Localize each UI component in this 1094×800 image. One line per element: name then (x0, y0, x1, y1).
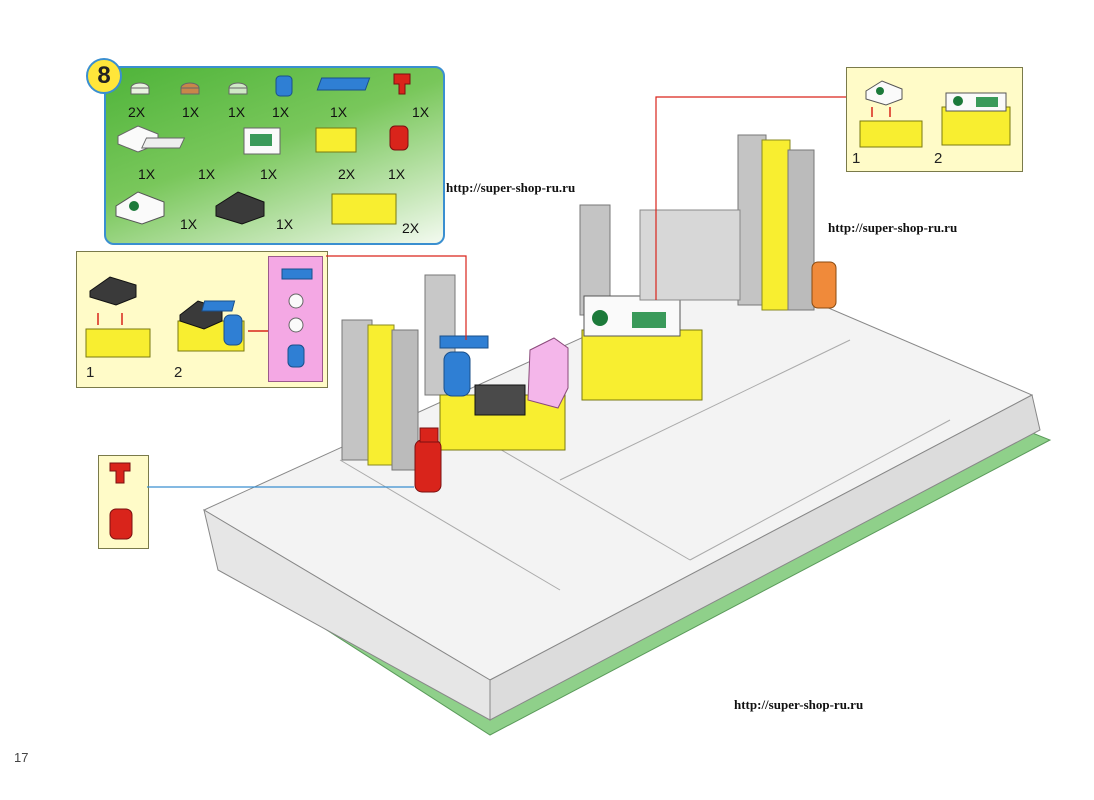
grey-pillar (737, 134, 767, 306)
tile-icon (141, 137, 186, 149)
fire-extinguisher-top-icon (393, 73, 411, 95)
yellow-brick-icon (315, 127, 357, 153)
qty-label: 2X (338, 166, 356, 182)
substep-label: 1 (86, 364, 95, 381)
black-slope-brick (474, 384, 526, 416)
round-brick-icon (223, 314, 243, 346)
page-number: 17 (14, 750, 29, 765)
round-plate-icon (130, 87, 150, 95)
yellow-brick-icon (859, 120, 923, 148)
qty-label: 2X (402, 220, 420, 236)
subassembly-right-illustration (859, 80, 1011, 148)
round-brick-icon (275, 75, 293, 97)
substep-label: 2 (934, 150, 943, 167)
watermark-text: http://super-shop-ru.ru (446, 180, 576, 195)
red-round-brick-icon (389, 125, 409, 151)
grey-machinery (639, 209, 741, 301)
orange-bottle (811, 261, 837, 309)
qty-label: 1X (272, 104, 290, 120)
qty-label: 1X (276, 216, 294, 232)
fire-extinguisher-top-icon (109, 462, 131, 484)
leader-line-red (655, 96, 846, 300)
grey-pillar (787, 149, 815, 311)
grey-pillar (391, 329, 419, 471)
yellow-pillar-panel (761, 139, 791, 311)
blue-round-brick (443, 351, 471, 397)
computer-slope-icon (865, 80, 903, 106)
qty-label: 1X (412, 104, 430, 120)
qty-label: 1X (198, 166, 216, 182)
extinguisher-callout-illustration (109, 462, 133, 540)
parts-icons (115, 73, 411, 225)
step-number-badge: 8 (86, 58, 122, 94)
watermark-text: http://super-shop-ru.ru (734, 697, 864, 712)
subassembly-left-illustration (85, 268, 313, 368)
qty-label: 1X (180, 216, 198, 232)
grey-pillar (341, 319, 373, 461)
substep-label: 2 (174, 364, 183, 381)
yellow-console (581, 329, 703, 401)
leader-line-red (326, 255, 467, 340)
yellow-pillar-panel (367, 324, 395, 466)
qty-label: 1X (228, 104, 246, 120)
pink-chair (527, 337, 569, 409)
qty-label: 2X (128, 104, 146, 120)
qty-label: 1X (138, 166, 156, 182)
qty-label: 1X (330, 104, 348, 120)
grille-plate-icon (201, 300, 236, 312)
qty-label: 1X (388, 166, 406, 182)
blue-grille-plate (439, 335, 489, 349)
telephone-slope-icon (89, 276, 137, 306)
qty-label: 1X (182, 104, 200, 120)
red-fire-extinguisher (414, 439, 442, 493)
watermark-text: http://super-shop-ru.ru (828, 220, 958, 235)
qty-label: 1X (260, 166, 278, 182)
yellow-2x4-brick-icon (331, 193, 397, 225)
red-round-brick-icon (109, 508, 133, 540)
grille-plate-icon (316, 77, 371, 91)
substep-label: 1 (852, 150, 861, 167)
yellow-brick-icon (85, 328, 151, 358)
telephone-slope-icon (215, 191, 265, 225)
computer-slope-icon (115, 191, 165, 225)
